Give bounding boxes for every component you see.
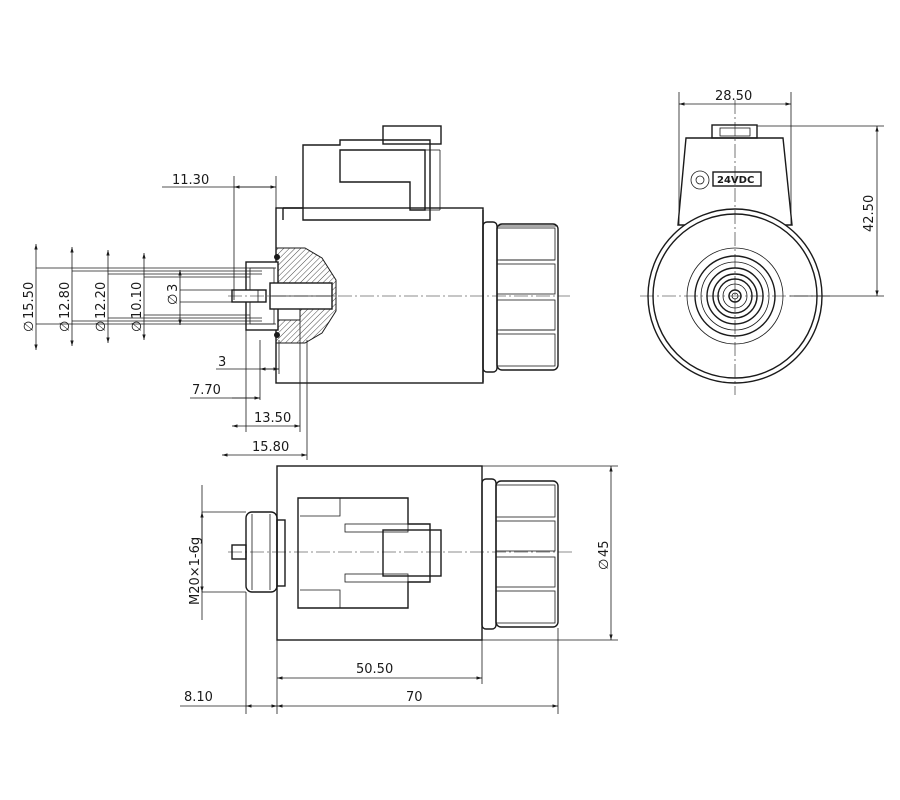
dim-dia-12-80: 12.80 [58,282,73,319]
dia-symbol: ∅ [597,559,612,570]
dim-dia-45: 45 [597,540,612,557]
horizontal-dimensions-top: 11.30 3 7.70 13.50 15.80 [162,173,308,460]
dim-11-30: 11.30 [172,173,209,188]
side-section-view [228,125,570,384]
dim-3: 3 [218,355,226,370]
dim-dia-10-10: 10.10 [130,282,145,319]
dim-dia-15-50: 15.50 [22,282,37,319]
diameter-dimensions: ∅ 15.50 ∅ 12.80 ∅ 12.20 ∅ 10.10 ∅ 3 [22,244,276,350]
dim-thread: M20×1-6g [188,537,203,605]
dim-28-50: 28.50 [715,89,752,104]
dia-symbol: ∅ [22,321,37,332]
dia-symbol: ∅ [166,294,181,305]
dim-70: 70 [406,690,423,705]
dim-50-50: 50.50 [356,662,393,677]
dia-symbol: ∅ [130,321,145,332]
dia-symbol: ∅ [94,321,109,332]
end-view: 24VDC [640,100,830,395]
dim-15-80: 15.80 [252,440,289,455]
dim-dia-3: 3 [166,284,181,292]
dim-dia-12-20: 12.20 [94,282,109,319]
dim-13-50: 13.50 [254,411,291,426]
dim-8-10: 8.10 [184,690,213,705]
voltage-label: 24VDC [717,175,754,186]
bottom-dimensions: M20×1-6g ∅ 45 50.50 70 8.10 [180,465,618,714]
dia-symbol: ∅ [58,321,73,332]
dim-7-70: 7.70 [192,383,221,398]
top-view [228,465,575,641]
dim-42-50: 42.50 [862,195,877,232]
end-view-dimensions: 28.50 42.50 [678,89,884,297]
